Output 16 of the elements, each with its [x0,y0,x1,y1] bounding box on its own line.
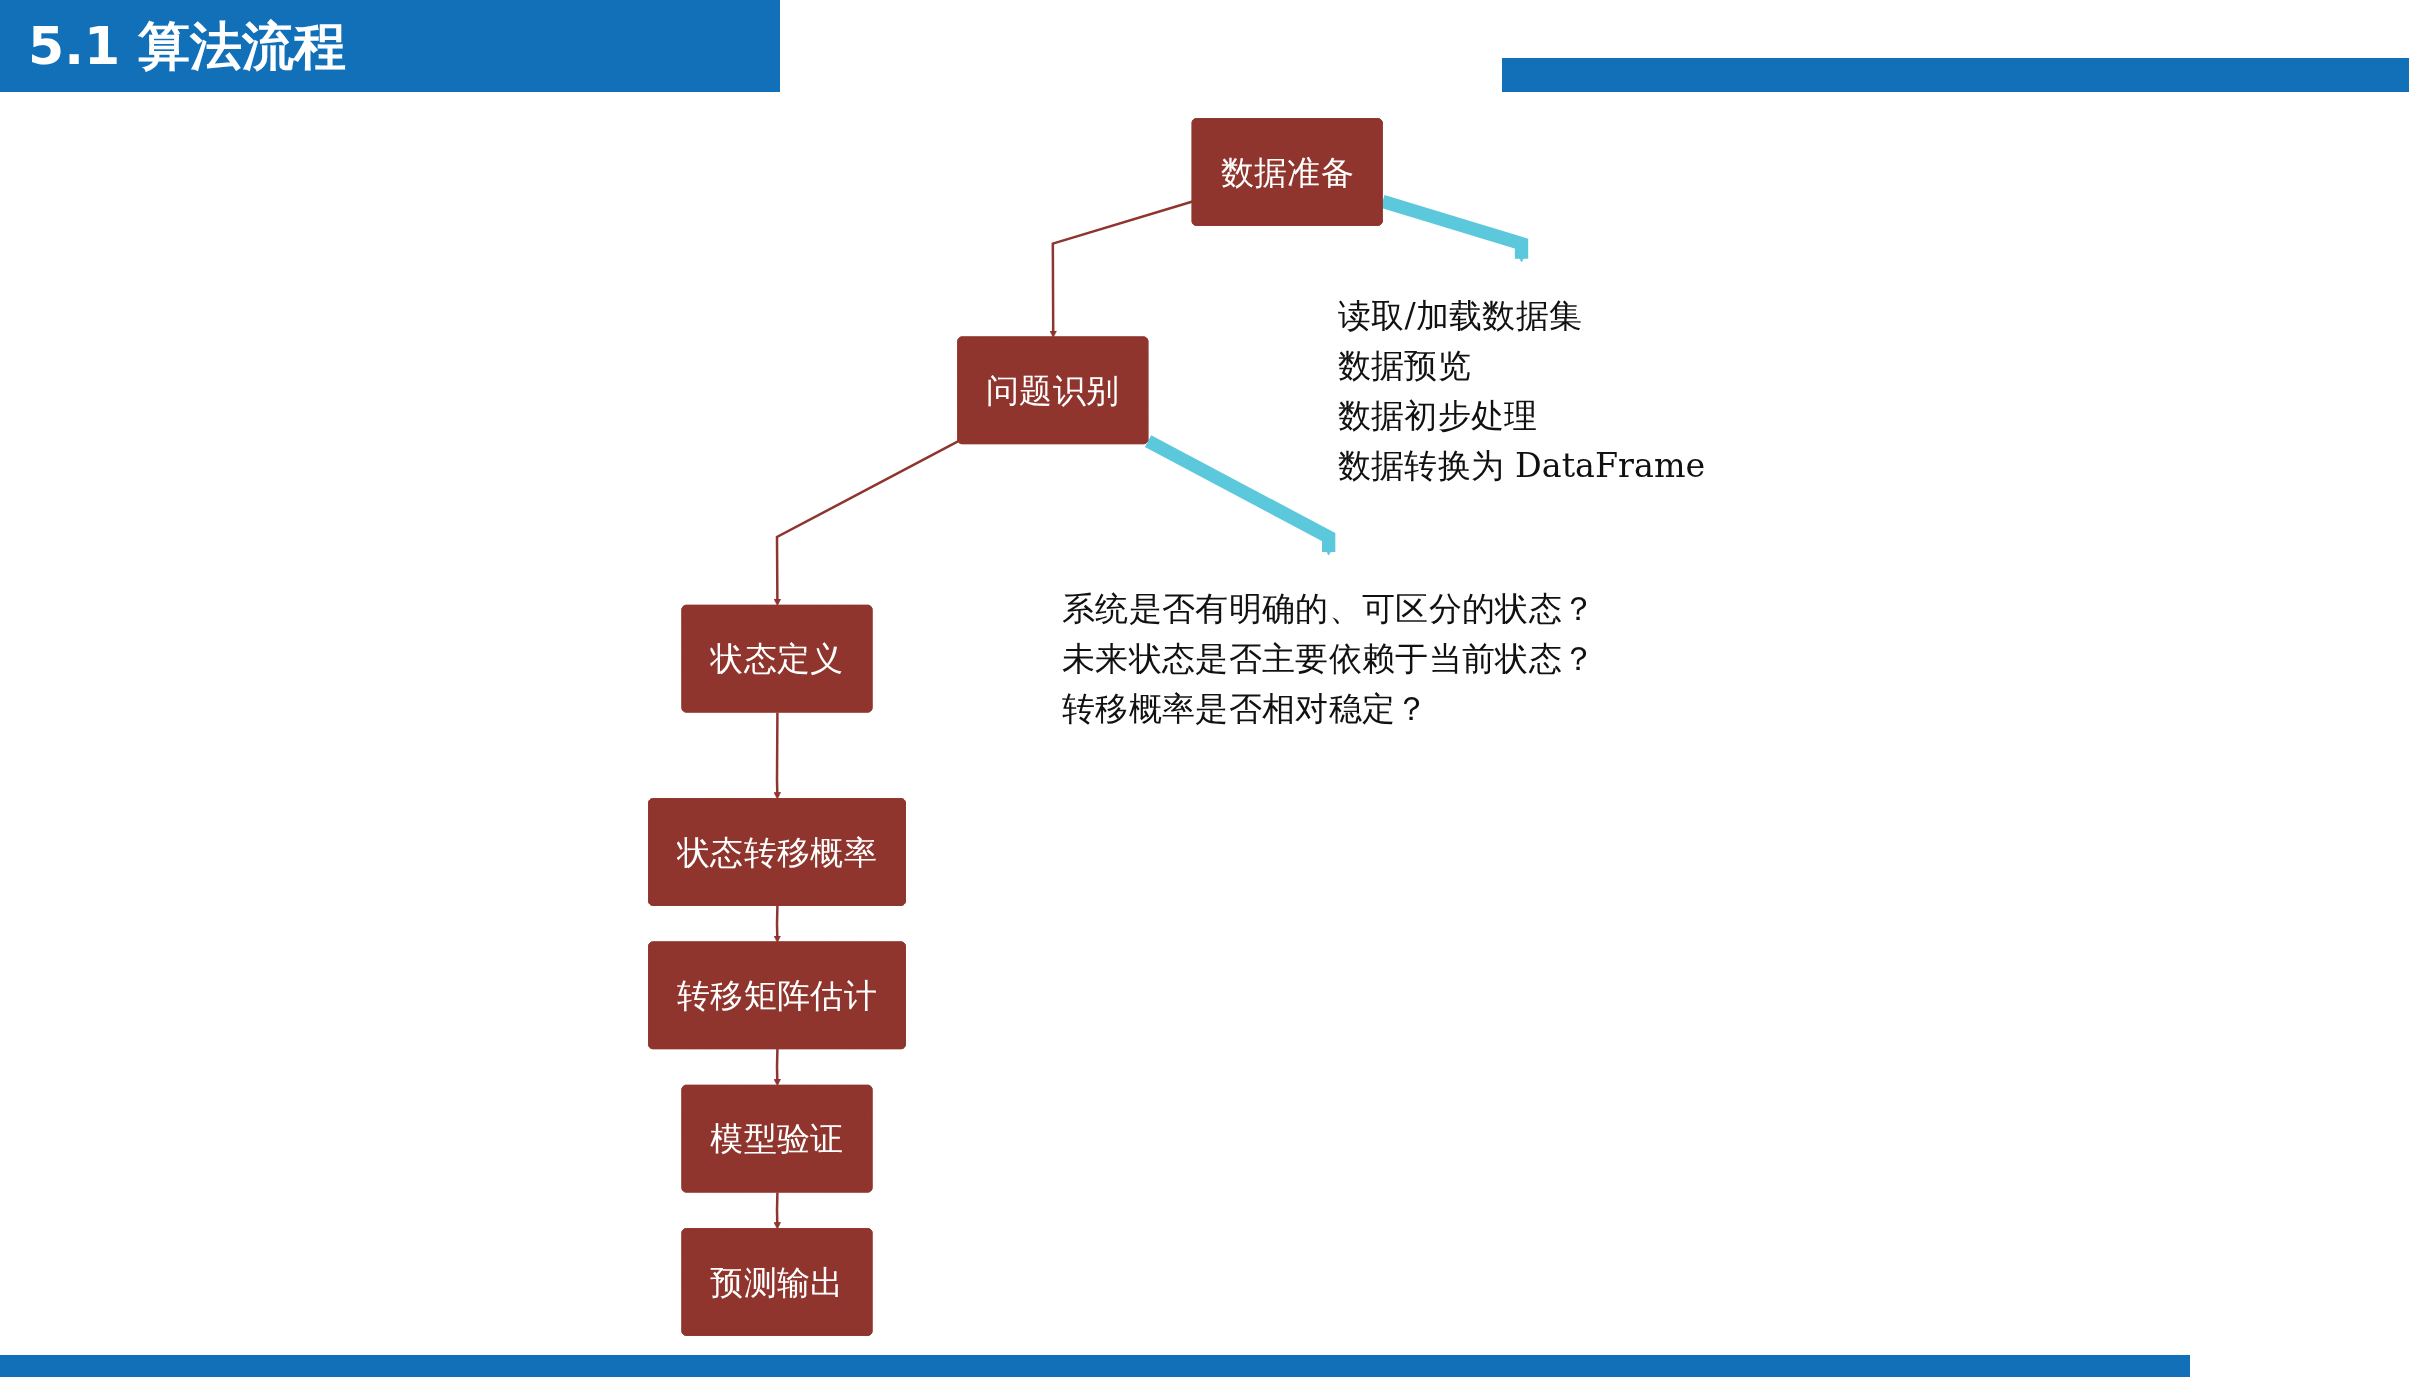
arrow [773,1049,781,1087]
arrow [773,440,959,607]
arrow [773,712,781,800]
arrow [773,905,781,943]
process-box: 转移矩阵估计 [647,941,906,1050]
process-box: 模型验证 [681,1084,873,1193]
bullet-list: 系统是否有明确的、可区分的状态？ 未来状态是否主要依赖于当前状态？ 转移概率是否相对稳定？ [1061,589,1596,728]
process-box: 数据准备 [1191,118,1383,226]
arrow [1049,200,1193,338]
bullet-list: 读取/加载数据集 数据预览 数据初步处理 数据转换为 DataFrame [1337,296,1705,485]
arrow [773,1192,781,1230]
slide-title: 5.1 算法流程 [0,0,780,92]
arrow [1144,435,1336,556]
process-box: 预测输出 [681,1228,873,1336]
arrow [1380,195,1528,263]
process-box: 问题识别 [957,336,1148,445]
